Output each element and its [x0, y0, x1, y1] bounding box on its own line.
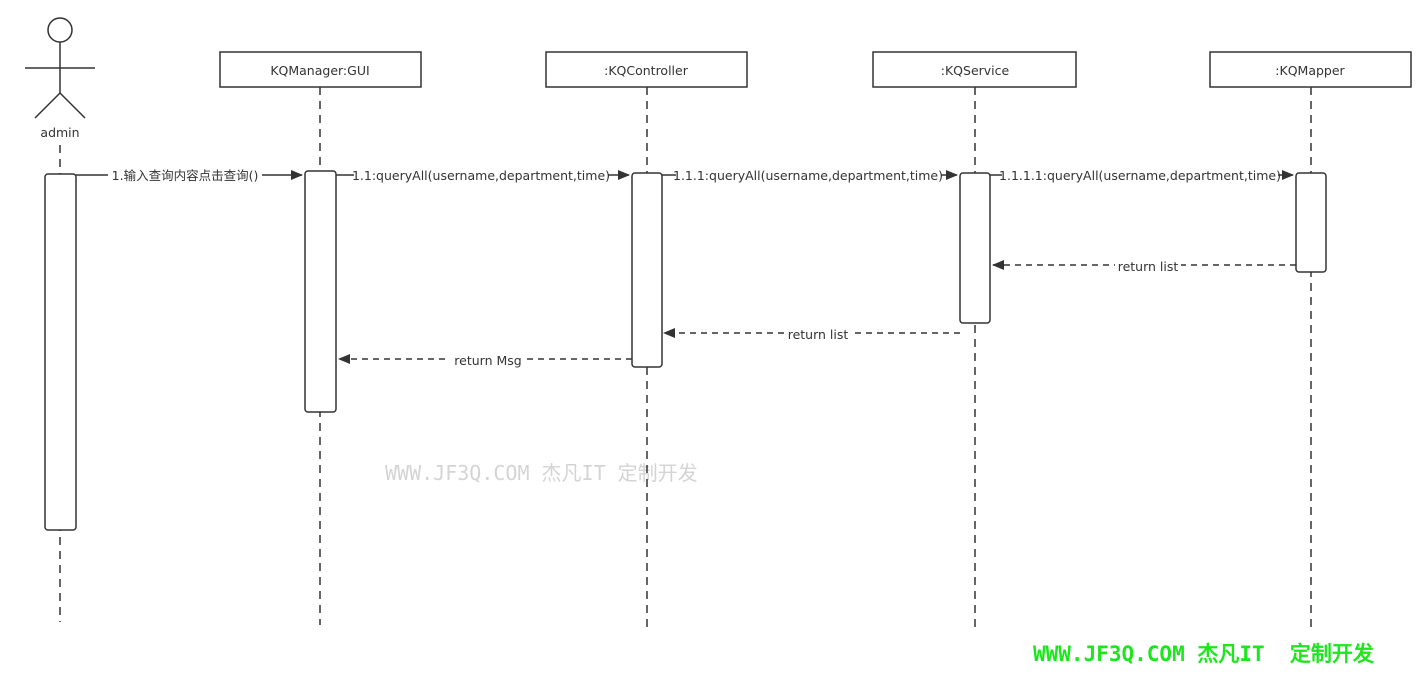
message-1-1-1[interactable]: 1.1.1:queryAll(username,department,time): [662, 166, 958, 184]
message-label: return list: [788, 327, 849, 342]
return-mapper-to-service[interactable]: return list: [992, 257, 1296, 274]
activation-admin: [44, 173, 77, 531]
message-label: 1.1.1:queryAll(username,department,time): [673, 168, 943, 183]
participant-label: KQManager:GUI: [270, 63, 369, 78]
return-service-to-controller[interactable]: return list: [663, 325, 960, 342]
footer-watermark: WWW.JF3Q.COM 杰凡IT 定制开发: [1033, 642, 1374, 666]
message-1[interactable]: 1.输入查询内容点击查询(): [76, 166, 303, 184]
return-controller-to-gui[interactable]: return Msg: [338, 351, 632, 368]
activation-controller: [631, 172, 663, 368]
message-1-1[interactable]: 1.1:queryAll(username,department,time): [336, 166, 630, 184]
watermark-text: WWW.JF3Q.COM 杰凡IT 定制开发: [385, 461, 698, 485]
message-label: 1.输入查询内容点击查询(): [112, 168, 259, 183]
message-1-1-1-1[interactable]: 1.1.1.1:queryAll(username,department,tim…: [990, 166, 1294, 184]
actor-admin[interactable]: admin: [25, 17, 95, 140]
participant-gui[interactable]: KQManager:GUI: [219, 51, 422, 625]
message-label: 1.1.1.1:queryAll(username,department,tim…: [999, 168, 1281, 183]
participant-controller[interactable]: :KQController: [545, 51, 748, 628]
message-label: return Msg: [454, 353, 521, 368]
participant-label: :KQService: [941, 63, 1010, 78]
participant-label: :KQMapper: [1275, 63, 1345, 78]
message-label: 1.1:queryAll(username,department,time): [352, 168, 610, 183]
activation-gui: [304, 170, 337, 413]
participant-service[interactable]: :KQService: [872, 51, 1077, 628]
participant-mapper[interactable]: :KQMapper: [1209, 51, 1412, 628]
participant-label: :KQController: [604, 63, 689, 78]
actor-label: admin: [40, 125, 79, 140]
activation-service: [959, 172, 991, 324]
actor-head-icon: [47, 17, 73, 43]
activation-mapper: [1295, 172, 1327, 273]
message-label: return list: [1118, 259, 1179, 274]
